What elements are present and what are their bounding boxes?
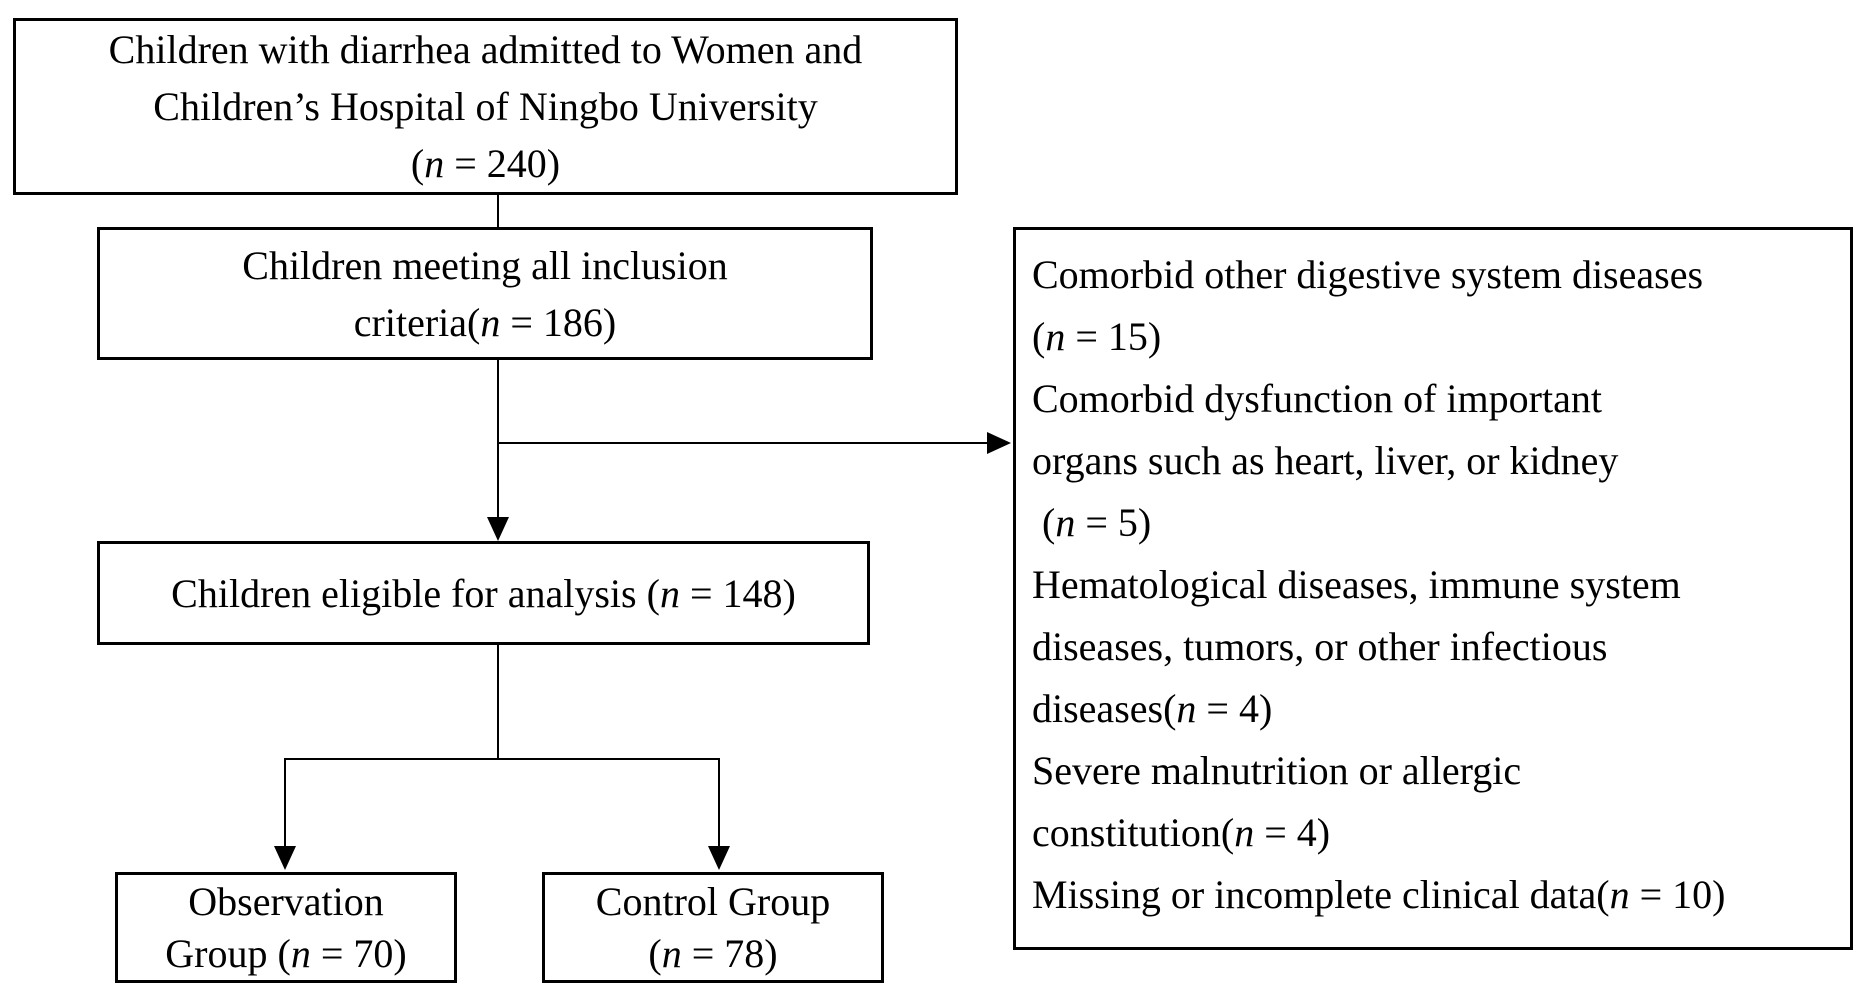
connector-split-to-control [718, 760, 720, 850]
text-line: Children meeting all inclusion [242, 242, 728, 288]
connector-enrollment-to-inclusion [497, 195, 499, 227]
arrowhead-down-observation-icon [274, 846, 296, 870]
arrowhead-down-eligible-icon [487, 517, 509, 541]
text-line: Children with diarrhea admitted to Women… [108, 27, 863, 72]
text-line: Missing or incomplete clinical data(n = … [1032, 872, 1726, 917]
text-line: organs such as heart, liver, or kidney [1032, 438, 1619, 483]
text-line: diseases(n = 4) [1032, 686, 1273, 731]
text-line: Children eligible for analysis (n = 148) [171, 570, 796, 616]
text-line: diseases, tumors, or other infectious [1032, 624, 1608, 669]
text-line: (n = 15) [1032, 314, 1162, 359]
connector-inclusion-to-eligible [497, 360, 499, 520]
text-line: Comorbid dysfunction of important [1032, 376, 1602, 421]
text-line: criteria(n = 186) [353, 299, 617, 345]
box-inclusion-criteria: Children meeting all inclusion criteria(n… [97, 227, 873, 360]
text-line: (n = 78) [648, 930, 778, 976]
connector-branch-to-exclusions [497, 442, 989, 444]
text-line: (n = 5) [1032, 500, 1152, 545]
text-line: Children’s Hospital of Ningbo University [153, 84, 818, 129]
text-line: Hematological diseases, immune system [1032, 562, 1681, 607]
connector-eligible-to-split [497, 644, 499, 760]
box-control-group: Control Group (n = 78) [542, 872, 884, 983]
text-line: (n = 240) [410, 141, 561, 186]
arrowhead-down-control-icon [708, 846, 730, 870]
connector-split-horizontal [284, 758, 720, 760]
arrowhead-right-exclusions-icon [987, 432, 1011, 454]
box-eligible: Children eligible for analysis (n = 148) [97, 541, 870, 645]
text-line: Severe malnutrition or allergic [1032, 748, 1522, 793]
text-line: constitution(n = 4) [1032, 810, 1331, 855]
text-line: Control Group [595, 878, 831, 924]
connector-split-to-observation [284, 760, 286, 850]
text-line: Observation [188, 878, 384, 924]
text-line: Group (n = 70) [165, 930, 407, 976]
box-exclusions: Comorbid other digestive system diseases… [1013, 227, 1853, 950]
text-line: Comorbid other digestive system diseases [1032, 252, 1704, 297]
box-enrollment: Children with diarrhea admitted to Women… [13, 18, 958, 195]
